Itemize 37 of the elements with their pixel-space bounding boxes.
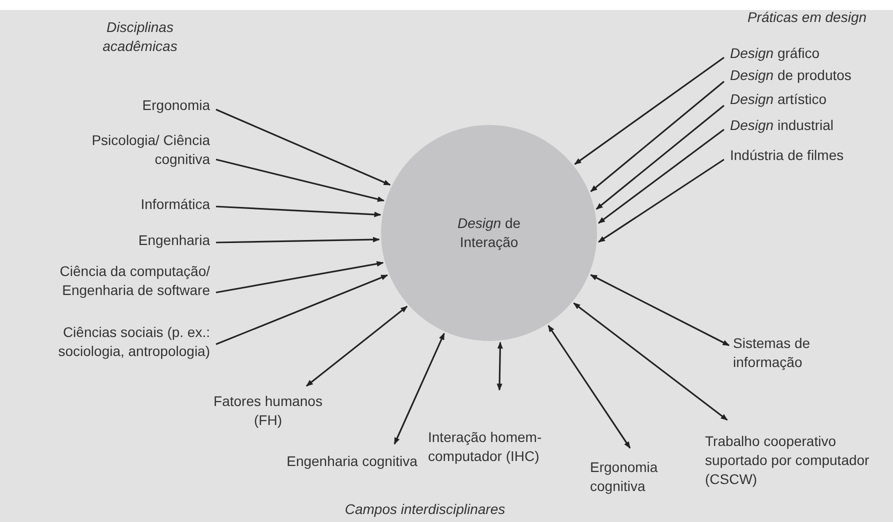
arrow: [216, 261, 384, 294]
arrow: [394, 332, 445, 445]
group-heading: Disciplinas acadêmicas: [102, 18, 178, 56]
arrow: [596, 104, 724, 210]
field-label: Engenharia: [137, 231, 210, 250]
field-label: Design gráfico: [730, 44, 821, 63]
field-label: Ergonomia cognitiva: [590, 458, 659, 496]
group-heading: Campos interdisciplinares: [344, 500, 506, 519]
arrow: [306, 306, 408, 387]
field-label: Indústria de filmes: [730, 146, 845, 165]
field-label: Interação homem-computador (IHC): [428, 428, 543, 466]
arrow: [574, 56, 724, 165]
topic-title: Design de Interação: [456, 214, 522, 252]
field-label: Design artístico: [730, 90, 828, 109]
arrow: [216, 158, 385, 202]
arrow: [216, 236, 380, 244]
field-label: Ciência da computação/ Engenharia de software: [58, 262, 210, 300]
arrow: [216, 274, 388, 346]
field-label: Psicologia/ Ciência cognitiva: [90, 131, 210, 169]
group-heading: Práticas em design: [746, 8, 868, 27]
field-label: Sistemas de informação: [733, 334, 812, 372]
arrow: [496, 342, 503, 391]
field-label: Design industrial: [730, 116, 835, 135]
arrow: [590, 274, 730, 346]
arrow: [573, 302, 728, 421]
arrow: [590, 80, 725, 192]
arrow: [548, 325, 631, 449]
arrow: [216, 206, 382, 218]
arrow: [598, 158, 724, 243]
field-label: Design de produtos: [730, 66, 852, 85]
field-label: Trabalho cooperativo suportado por computador (CSCW): [705, 432, 870, 489]
field-label: Informática: [140, 195, 210, 214]
arrow: [598, 128, 724, 224]
field-label: Ciências sociais (p. ex.: sociologia, antropologia): [57, 323, 210, 361]
arrow: [216, 108, 391, 186]
field-label: Fatores humanos (FH): [213, 392, 323, 430]
field-label: Ergonomia: [141, 96, 210, 115]
